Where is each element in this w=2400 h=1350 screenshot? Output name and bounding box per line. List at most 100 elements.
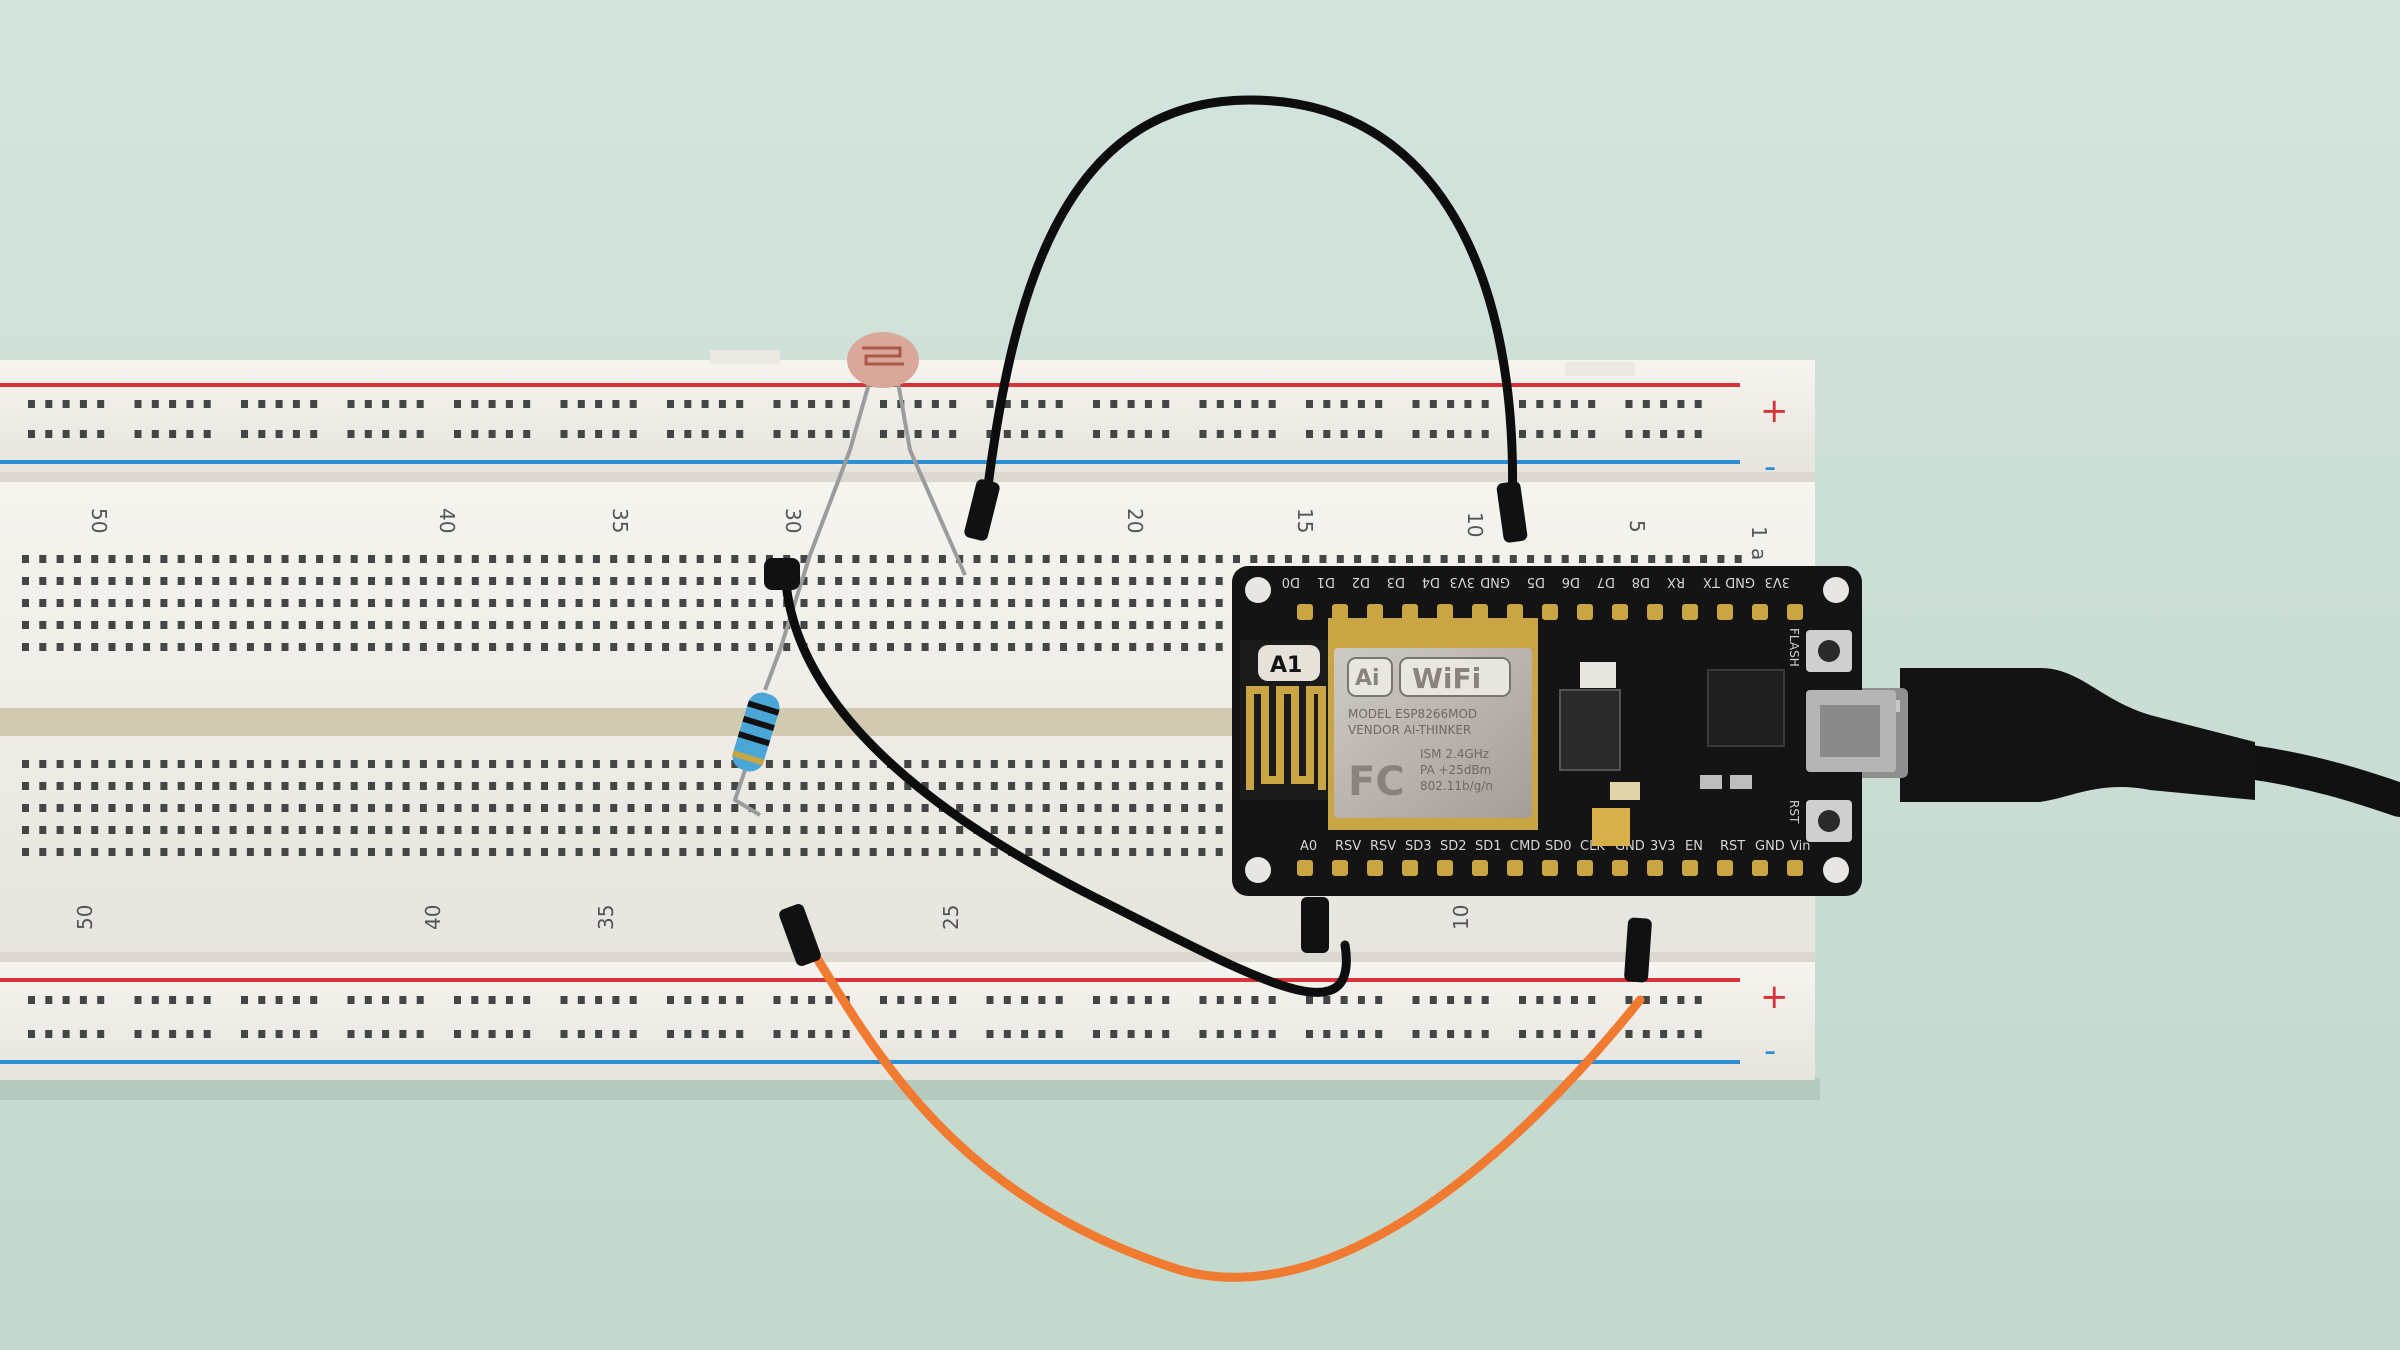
breadboard-hole (1694, 1030, 1702, 1038)
breadboard-hole (310, 1030, 318, 1038)
breadboard-hole (869, 621, 877, 629)
breadboard-hole (56, 826, 64, 834)
breadboard-hole (22, 760, 29, 768)
usb-plug-body (1900, 668, 2255, 802)
breadboard-hole (488, 1030, 496, 1038)
header-pin (1682, 604, 1698, 620)
breadboard-hole (869, 599, 877, 607)
breadboard-hole (229, 577, 237, 585)
header-pin (1577, 604, 1593, 620)
breadboard-hole (22, 577, 29, 585)
breadboard-hole (108, 848, 116, 856)
breadboard-hole (627, 555, 635, 563)
breadboard-hole (258, 996, 266, 1004)
pin-label: D4 (1422, 574, 1440, 589)
breadboard-hole (1025, 804, 1033, 812)
breadboard-hole (125, 782, 133, 790)
breadboard-hole (471, 555, 479, 563)
breadboard-hole (22, 621, 29, 629)
breadboard-hole (506, 643, 514, 651)
breadboard-hole (1665, 555, 1673, 563)
breadboard-hole (1127, 996, 1135, 1004)
ldr-trace (862, 346, 904, 366)
breadboard-hole (402, 804, 410, 812)
breadboard-hole (471, 577, 479, 585)
resistor-band (737, 731, 771, 747)
breadboard-hole (169, 996, 177, 1004)
breadboard-hole (1677, 1030, 1685, 1038)
breadboard-hole (541, 621, 548, 629)
breadboard-hole (1682, 555, 1690, 563)
breadboard-hole (160, 555, 168, 563)
breadboard-hole (817, 760, 825, 768)
breadboard-hole (1216, 1030, 1224, 1038)
tantalum-capacitor (1592, 808, 1630, 846)
breadboard-hole (177, 621, 185, 629)
breadboard-hole (938, 848, 946, 856)
breadboard-hole (577, 430, 585, 438)
breadboard-hole (347, 996, 355, 1004)
breadboard-hole (610, 621, 618, 629)
flash-button-cap[interactable] (1818, 640, 1840, 662)
breadboard-hole (748, 643, 756, 651)
breadboard-hole (1163, 577, 1171, 585)
breadboard-hole (842, 400, 850, 408)
breadboard-hole (195, 555, 202, 563)
breadboard-hole (523, 430, 531, 438)
breadboard-hole (575, 599, 583, 607)
breadboard-hole (506, 577, 514, 585)
breadboard-hole (904, 643, 912, 651)
breadboard-hole (701, 1030, 709, 1038)
breadboard-hole (1447, 400, 1455, 408)
breadboard-hole (73, 599, 81, 607)
breadboard-hole (852, 760, 860, 768)
breadboard-hole (333, 555, 341, 563)
breadboard-hole (419, 577, 427, 585)
breadboard-hole (368, 577, 375, 585)
breadboard-hole (1163, 621, 1171, 629)
breadboard-hole (45, 996, 53, 1004)
black-wire-signal (780, 565, 1351, 997)
breadboard-hole (714, 577, 721, 585)
breadboard-hole (592, 782, 600, 790)
breadboard-hole (783, 760, 791, 768)
rst-button-cap[interactable] (1818, 810, 1840, 832)
resistor-lead-bottom (732, 769, 762, 817)
breadboard-hole (385, 848, 393, 856)
breadboard-hole (1492, 555, 1500, 563)
breadboard-hole (39, 848, 47, 856)
breadboard-hole (748, 599, 756, 607)
breadboard-hole (1519, 400, 1526, 408)
breadboard-hole (1127, 400, 1135, 408)
breadboard-hole (595, 430, 603, 438)
breadboard-hole (364, 996, 372, 1004)
breadboard-hole (523, 577, 531, 585)
breadboard-hole (454, 599, 462, 607)
breadboard-hole (333, 848, 341, 856)
breadboard-hole (731, 643, 739, 651)
breadboard-hole (364, 430, 372, 438)
breadboard-hole (662, 826, 670, 834)
breadboard-hole (350, 621, 358, 629)
breadboard-hole (212, 621, 220, 629)
header-pin (1437, 860, 1453, 876)
shield-brand: Ai (1355, 666, 1380, 691)
breadboard-hole (1077, 826, 1085, 834)
breadboard-hole (714, 826, 721, 834)
breadboard-hole (437, 782, 445, 790)
breadboard-hole (56, 848, 64, 856)
breadboard-hole (558, 804, 566, 812)
breadboard-hole (1129, 782, 1137, 790)
breadboard-hole (506, 555, 514, 563)
breadboard-hole (1146, 760, 1154, 768)
breadboard-hole (79, 996, 87, 1004)
breadboard-hole (684, 1030, 692, 1038)
pin-label: RX (1667, 574, 1685, 589)
breadboard-hole (748, 782, 756, 790)
breadboard-hole (1429, 1030, 1437, 1038)
breadboard-hole (281, 782, 289, 790)
breadboard-hole (246, 826, 254, 834)
breadboard-hole (595, 996, 603, 1004)
breadboard-hole (91, 782, 99, 790)
mount-hole (1245, 857, 1271, 883)
